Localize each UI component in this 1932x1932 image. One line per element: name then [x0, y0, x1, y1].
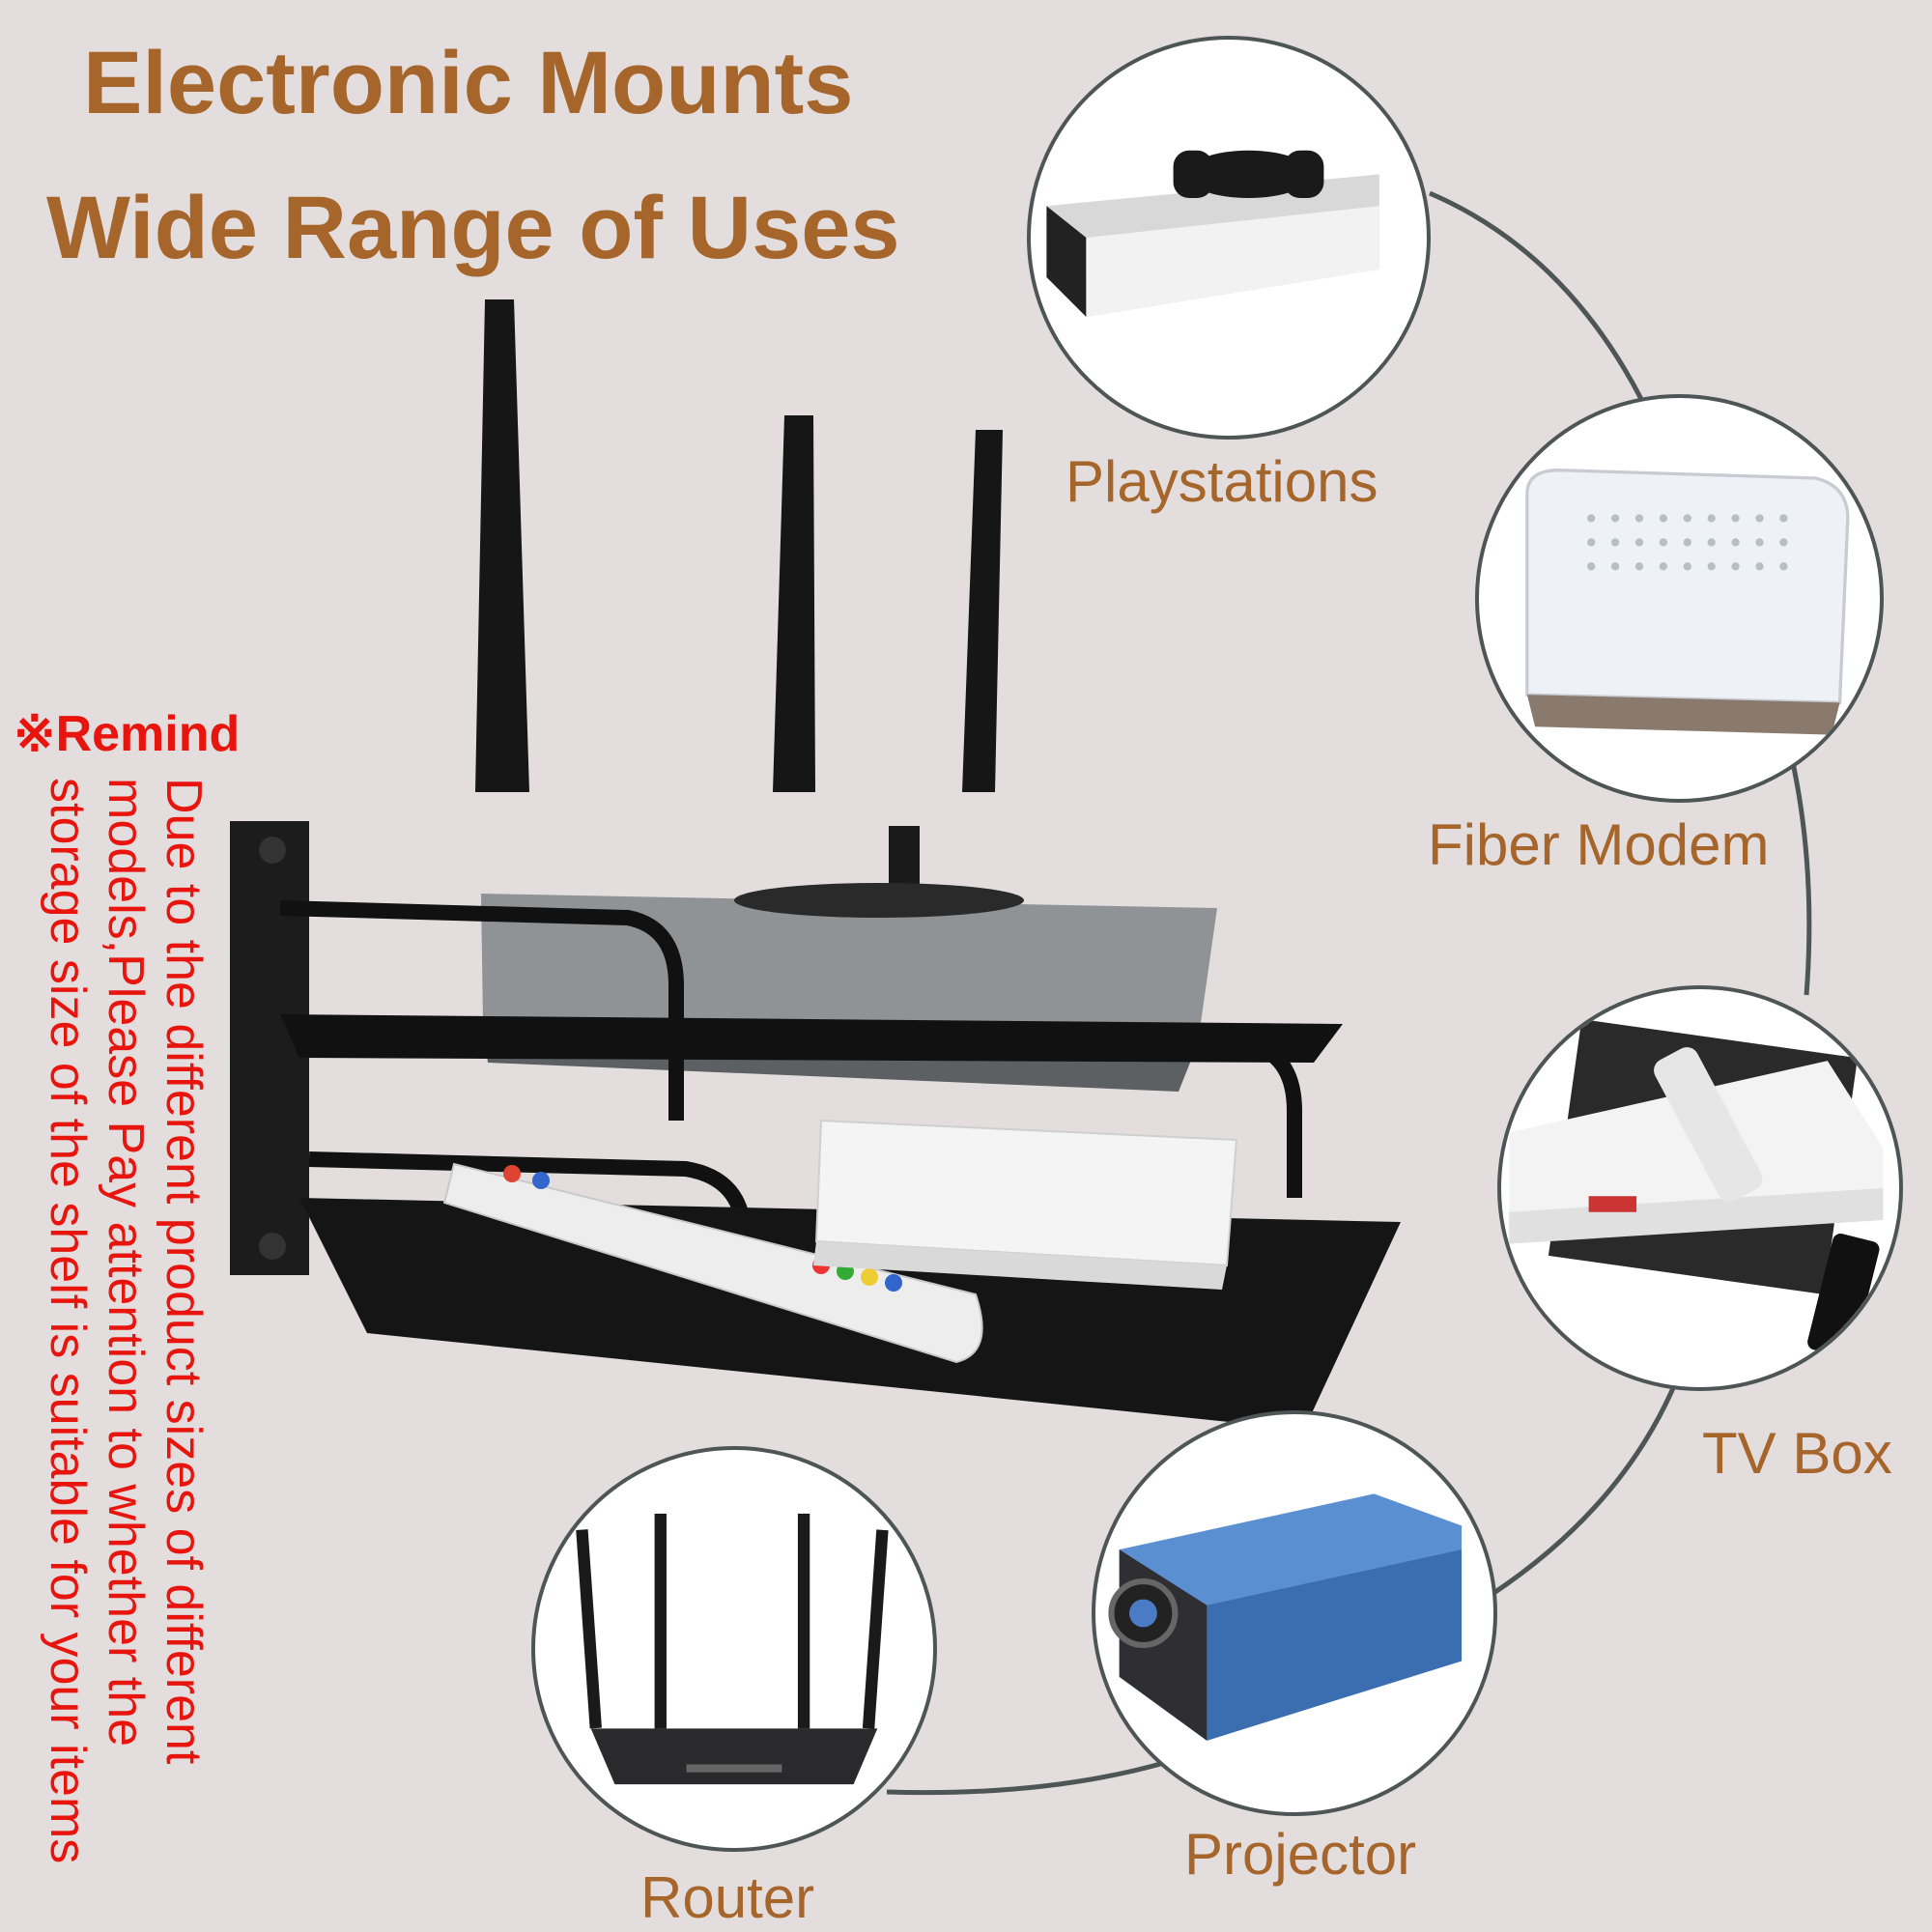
remind-body: Due to the different product sizes of di… — [40, 778, 212, 1864]
use-label-projector: Projector — [1184, 1822, 1417, 1887]
wall-shelf-product-image — [230, 299, 1401, 1430]
projector-icon — [1108, 1493, 1463, 1741]
use-circle-tv-box — [1497, 985, 1903, 1391]
use-circle-playstation — [1027, 36, 1431, 440]
use-label-fiber-modem: Fiber Modem — [1428, 812, 1770, 877]
use-label-router: Router — [640, 1865, 815, 1930]
headline-line-2: Wide Range of Uses — [46, 179, 900, 277]
headline-line-1: Electronic Mounts — [83, 34, 854, 132]
use-label-playstations: Playstations — [1065, 449, 1378, 514]
remind-title: ※Remind — [14, 706, 241, 762]
router-icon — [576, 1513, 889, 1785]
game-console-icon — [1046, 150, 1379, 317]
use-circle-projector — [1092, 1410, 1497, 1816]
use-circle-fiber-modem — [1475, 394, 1884, 803]
use-circle-router — [531, 1446, 937, 1852]
modem-icon — [1525, 469, 1850, 735]
use-label-tv-box: TV Box — [1702, 1421, 1892, 1486]
tv-box-icon — [1509, 1019, 1884, 1358]
